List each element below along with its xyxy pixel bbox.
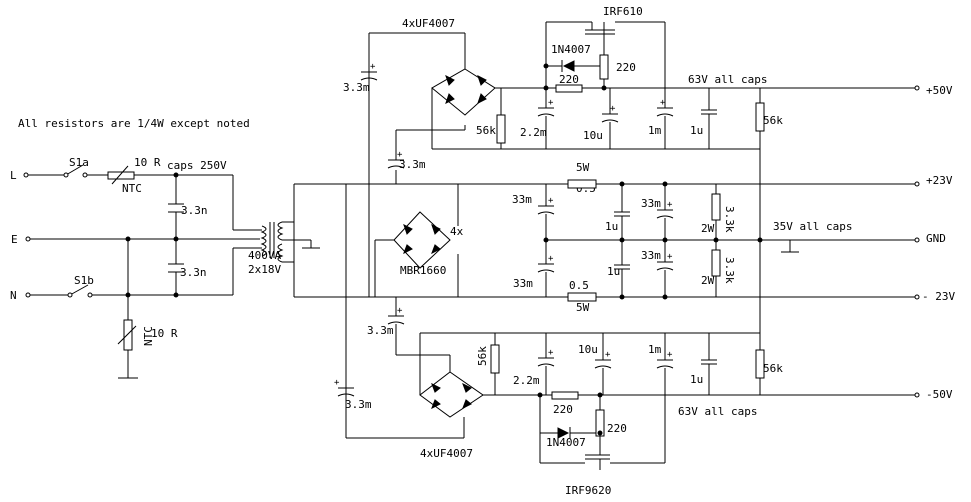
svg-text:+: + [548, 196, 554, 206]
r-load-top-label: 56k [763, 114, 783, 127]
c-mid-out-bot: 33m [641, 249, 661, 262]
junctions [125, 63, 763, 436]
svg-text:+: + [397, 306, 403, 316]
r-series-top-label: 220 [559, 73, 579, 86]
svg-text:+: + [667, 350, 673, 360]
svg-text:+: + [667, 200, 673, 210]
r-series-bot-label: 220 [553, 403, 573, 416]
output-minus23-label: - 23V [922, 290, 955, 303]
switch-s1b-label: S1b [74, 274, 94, 287]
svg-text:+: + [334, 378, 340, 388]
c-out-bot-label: 1m [648, 343, 662, 356]
r-mid-bleed-top-power: 2W [701, 222, 715, 235]
input-live-label: L [10, 169, 17, 182]
input-earth-label: E [11, 233, 18, 246]
c-mid-in-top: 33m [512, 193, 532, 206]
mosfet-bottom-label: IRF9620 [565, 484, 611, 497]
secondary-cap-label: 3.3m [345, 398, 372, 411]
c-mid-dec-top: 1u [605, 220, 618, 233]
resistor-symbols [107, 54, 765, 437]
svg-text:+: + [548, 254, 554, 264]
r-mid-bleed-bot: 3.3k [723, 257, 736, 284]
c-mid-out-top: 33m [641, 197, 661, 210]
r-load-bot-label: 56k [763, 362, 783, 375]
bridge-rectifiers [393, 60, 575, 439]
r-mid-bot-value: 0.5 [569, 279, 589, 292]
svg-text:+: + [548, 348, 554, 358]
caps-note-top: 63V all caps [688, 73, 767, 86]
ntc-series-label: NTC [122, 182, 142, 195]
output-plus23-label: +23V [926, 174, 953, 187]
bottom-bridge-wiring [346, 297, 915, 470]
c-gate-bot-label: 10u [578, 343, 598, 356]
secondary-cap-label: 3.3m [343, 81, 370, 94]
output-plus50-label: +50V [926, 84, 953, 97]
r-gate-bot-label: 220 [607, 422, 627, 435]
diode-bot-label: 1N4007 [546, 436, 586, 449]
r-bleed-bot-label: 56k [476, 346, 489, 366]
caps-note-mid: 35V all caps [773, 220, 852, 233]
input-neutral-label: N [10, 289, 17, 302]
r-mid-bot-power: 5W [576, 301, 590, 314]
svg-text:+: + [548, 98, 554, 108]
ntc-shunt-value: 10 R [151, 327, 178, 340]
r-gate-top-label: 220 [616, 61, 636, 74]
secondary-cap-label: 3.3m [367, 324, 394, 337]
bridge-bottom-label: 4xUF4007 [420, 447, 473, 460]
c-dec-bot-label: 1u [690, 373, 703, 386]
resistor-note: All resistors are 1/4W except noted [18, 117, 250, 130]
svg-text:+: + [605, 350, 611, 360]
c-out-top-label: 1m [648, 124, 662, 137]
r-mid-top-power: 5W [576, 161, 590, 174]
ntc-shunt-label: NTC [142, 326, 155, 346]
caps-250v-label: caps 250V [167, 159, 227, 172]
transformer [260, 33, 458, 438]
bridge-mid-label: 4x [450, 225, 464, 238]
output-gnd-label: GND [926, 232, 946, 245]
c-gate-top-label: 10u [583, 129, 603, 142]
svg-text:+: + [667, 252, 673, 262]
caps-note-bottom: 63V all caps [678, 405, 757, 418]
svg-text:+: + [660, 98, 666, 108]
c-filter-bot-label: 2.2m [513, 374, 540, 387]
capacitor-symbols: + + + + + + + + + + + + + + [168, 62, 717, 397]
output-minus50-label: -50V [926, 388, 953, 401]
transformer-rating: 400VA [248, 249, 281, 262]
switch-s1a-label: S1a [69, 156, 89, 169]
svg-text:+: + [397, 150, 403, 160]
c-mid-in-bot: 33m [513, 277, 533, 290]
bridge-top-label: 4xUF4007 [402, 17, 455, 30]
x-cap-label: 3.3n [181, 204, 208, 217]
secondary-cap-label: 3.3m [399, 158, 426, 171]
middle-section-wiring [374, 183, 915, 298]
ntc-series-value: 10 R [134, 156, 161, 169]
c-filter-top-label: 2.2m [520, 126, 547, 139]
transformer-secondary: 2x18V [248, 263, 281, 276]
svg-text:+: + [610, 104, 616, 114]
c-mid-dec-bot: 1u [607, 265, 620, 278]
x-cap-label: 3.3n [180, 266, 207, 279]
r-bleed-top-label: 56k [476, 124, 496, 137]
mosfet-top-label: IRF610 [603, 5, 643, 18]
terminals [23, 85, 920, 398]
r-mid-bleed-top: 3.3k [723, 206, 736, 233]
bridge-mid-label: MBR1660 [400, 264, 446, 277]
c-dec-top-label: 1u [690, 124, 703, 137]
diode-top-label: 1N4007 [551, 43, 591, 56]
r-mid-bleed-bot-power: 2W [701, 274, 715, 287]
svg-text:+: + [370, 62, 376, 72]
